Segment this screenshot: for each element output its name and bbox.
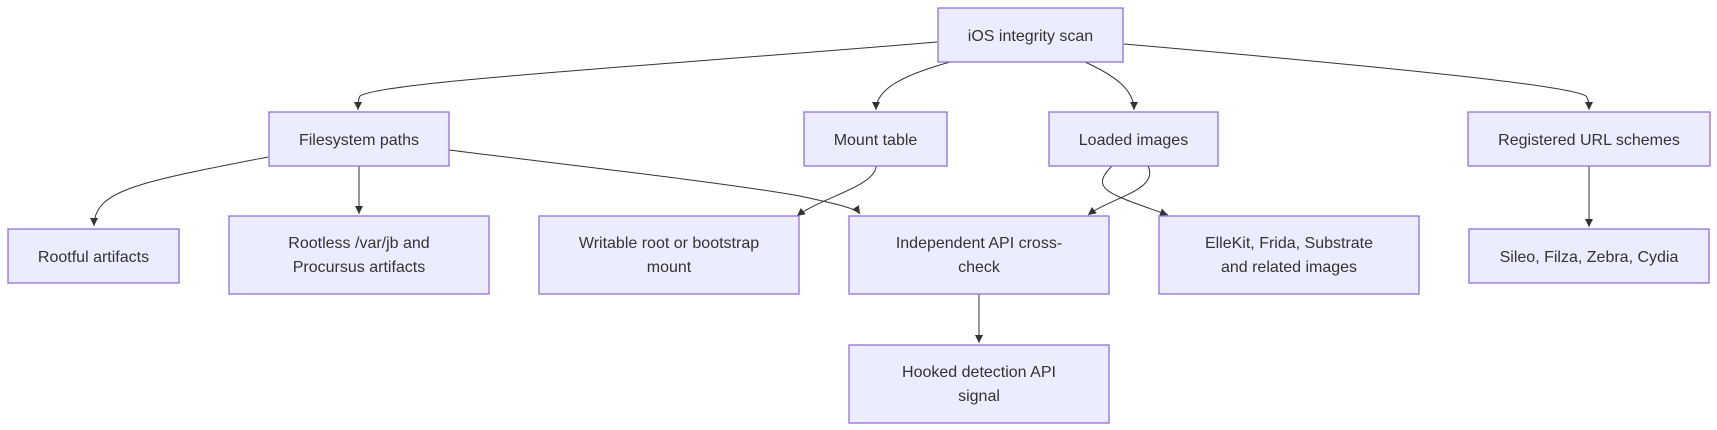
node-label-line: Rootless /var/jb and <box>288 235 429 252</box>
node-box <box>7 228 180 284</box>
node-box <box>848 215 1110 295</box>
node-box <box>1158 215 1420 295</box>
node-label: Loaded images <box>1079 132 1188 149</box>
edge-root-to-loaded-images <box>1084 61 1138 111</box>
edge-mount-table-to-writable <box>796 165 877 217</box>
node-label-line: check <box>958 259 1001 276</box>
node-label-line: ElleKit, Frida, Substrate <box>1205 235 1373 252</box>
node-box <box>848 344 1110 424</box>
node-label: Independent API cross-check <box>896 235 1062 276</box>
edge-root-to-filesystem <box>354 41 938 111</box>
node-box <box>538 215 800 295</box>
node-writable-root-mount[interactable]: Writable root or bootstrap mount <box>538 215 800 295</box>
node-jailbreak-apps[interactable]: Sileo, Filza, Zebra, Cydia <box>1468 228 1710 284</box>
edge-loaded-images-to-hooks <box>1101 165 1169 217</box>
node-label: Mount table <box>834 132 918 149</box>
node-label-line: Writable root or bootstrap <box>579 235 759 252</box>
node-label-line: Mount table <box>834 132 918 149</box>
node-label-line: Loaded images <box>1079 132 1188 149</box>
node-hooking-frameworks-images[interactable]: ElleKit, Frida, Substrate and related ima… <box>1158 215 1420 295</box>
edge-layer <box>90 41 1593 343</box>
node-registered-url-schemes[interactable]: Registered URL schemes <box>1467 111 1711 167</box>
node-rootful-artifacts[interactable]: Rootful artifacts <box>7 228 180 284</box>
node-label: iOS integrity scan <box>968 28 1093 45</box>
node-label: Writable root or bootstrap mount <box>579 235 759 276</box>
node-box <box>228 215 490 295</box>
node-label-line: mount <box>647 259 692 276</box>
node-label-line: Registered URL schemes <box>1498 132 1680 149</box>
node-box <box>1467 111 1711 167</box>
edge-root-to-mount-table <box>872 61 951 111</box>
node-mount-table[interactable]: Mount table <box>803 111 948 167</box>
edge-loaded-images-to-crosscheck <box>1087 165 1151 216</box>
node-label-line: Filesystem paths <box>299 132 419 149</box>
edge-filesystem-to-rootful <box>90 156 269 227</box>
node-label-line: Hooked detection API <box>902 364 1056 381</box>
node-independent-api-crosscheck[interactable]: Independent API cross-check <box>848 215 1110 295</box>
node-box <box>803 111 948 167</box>
node-box <box>268 111 450 167</box>
node-box <box>1468 228 1710 284</box>
node-label: Rootful artifacts <box>38 249 149 266</box>
node-label-line: Independent API cross- <box>896 235 1062 252</box>
node-label: Registered URL schemes <box>1498 132 1680 149</box>
node-label-line: and related images <box>1221 259 1357 276</box>
edge-root-to-url-schemes <box>1123 43 1593 111</box>
node-label: Sileo, Filza, Zebra, Cydia <box>1500 249 1679 266</box>
node-label-line: Sileo, Filza, Zebra, Cydia <box>1500 249 1679 266</box>
node-hooked-detection-api-signal[interactable]: Hooked detection API signal <box>848 344 1110 424</box>
node-filesystem-paths[interactable]: Filesystem paths <box>268 111 450 167</box>
node-box <box>1048 111 1219 167</box>
node-label: Hooked detection API signal <box>902 364 1056 405</box>
node-label: Filesystem paths <box>299 132 419 149</box>
node-label-line: Rootful artifacts <box>38 249 149 266</box>
edge-filesystem-to-crosscheck <box>448 149 861 215</box>
node-label-line: signal <box>958 388 1000 405</box>
node-label-line: iOS integrity scan <box>968 28 1093 45</box>
node-label-line: Procursus artifacts <box>293 259 425 276</box>
node-ios-integrity-scan[interactable]: iOS integrity scan <box>937 7 1124 63</box>
node-box <box>937 7 1124 63</box>
node-layer: iOS integrity scan Filesystem paths Moun… <box>7 7 1711 424</box>
node-label: ElleKit, Frida, Substrate and related ima… <box>1205 235 1373 276</box>
node-loaded-images[interactable]: Loaded images <box>1048 111 1219 167</box>
